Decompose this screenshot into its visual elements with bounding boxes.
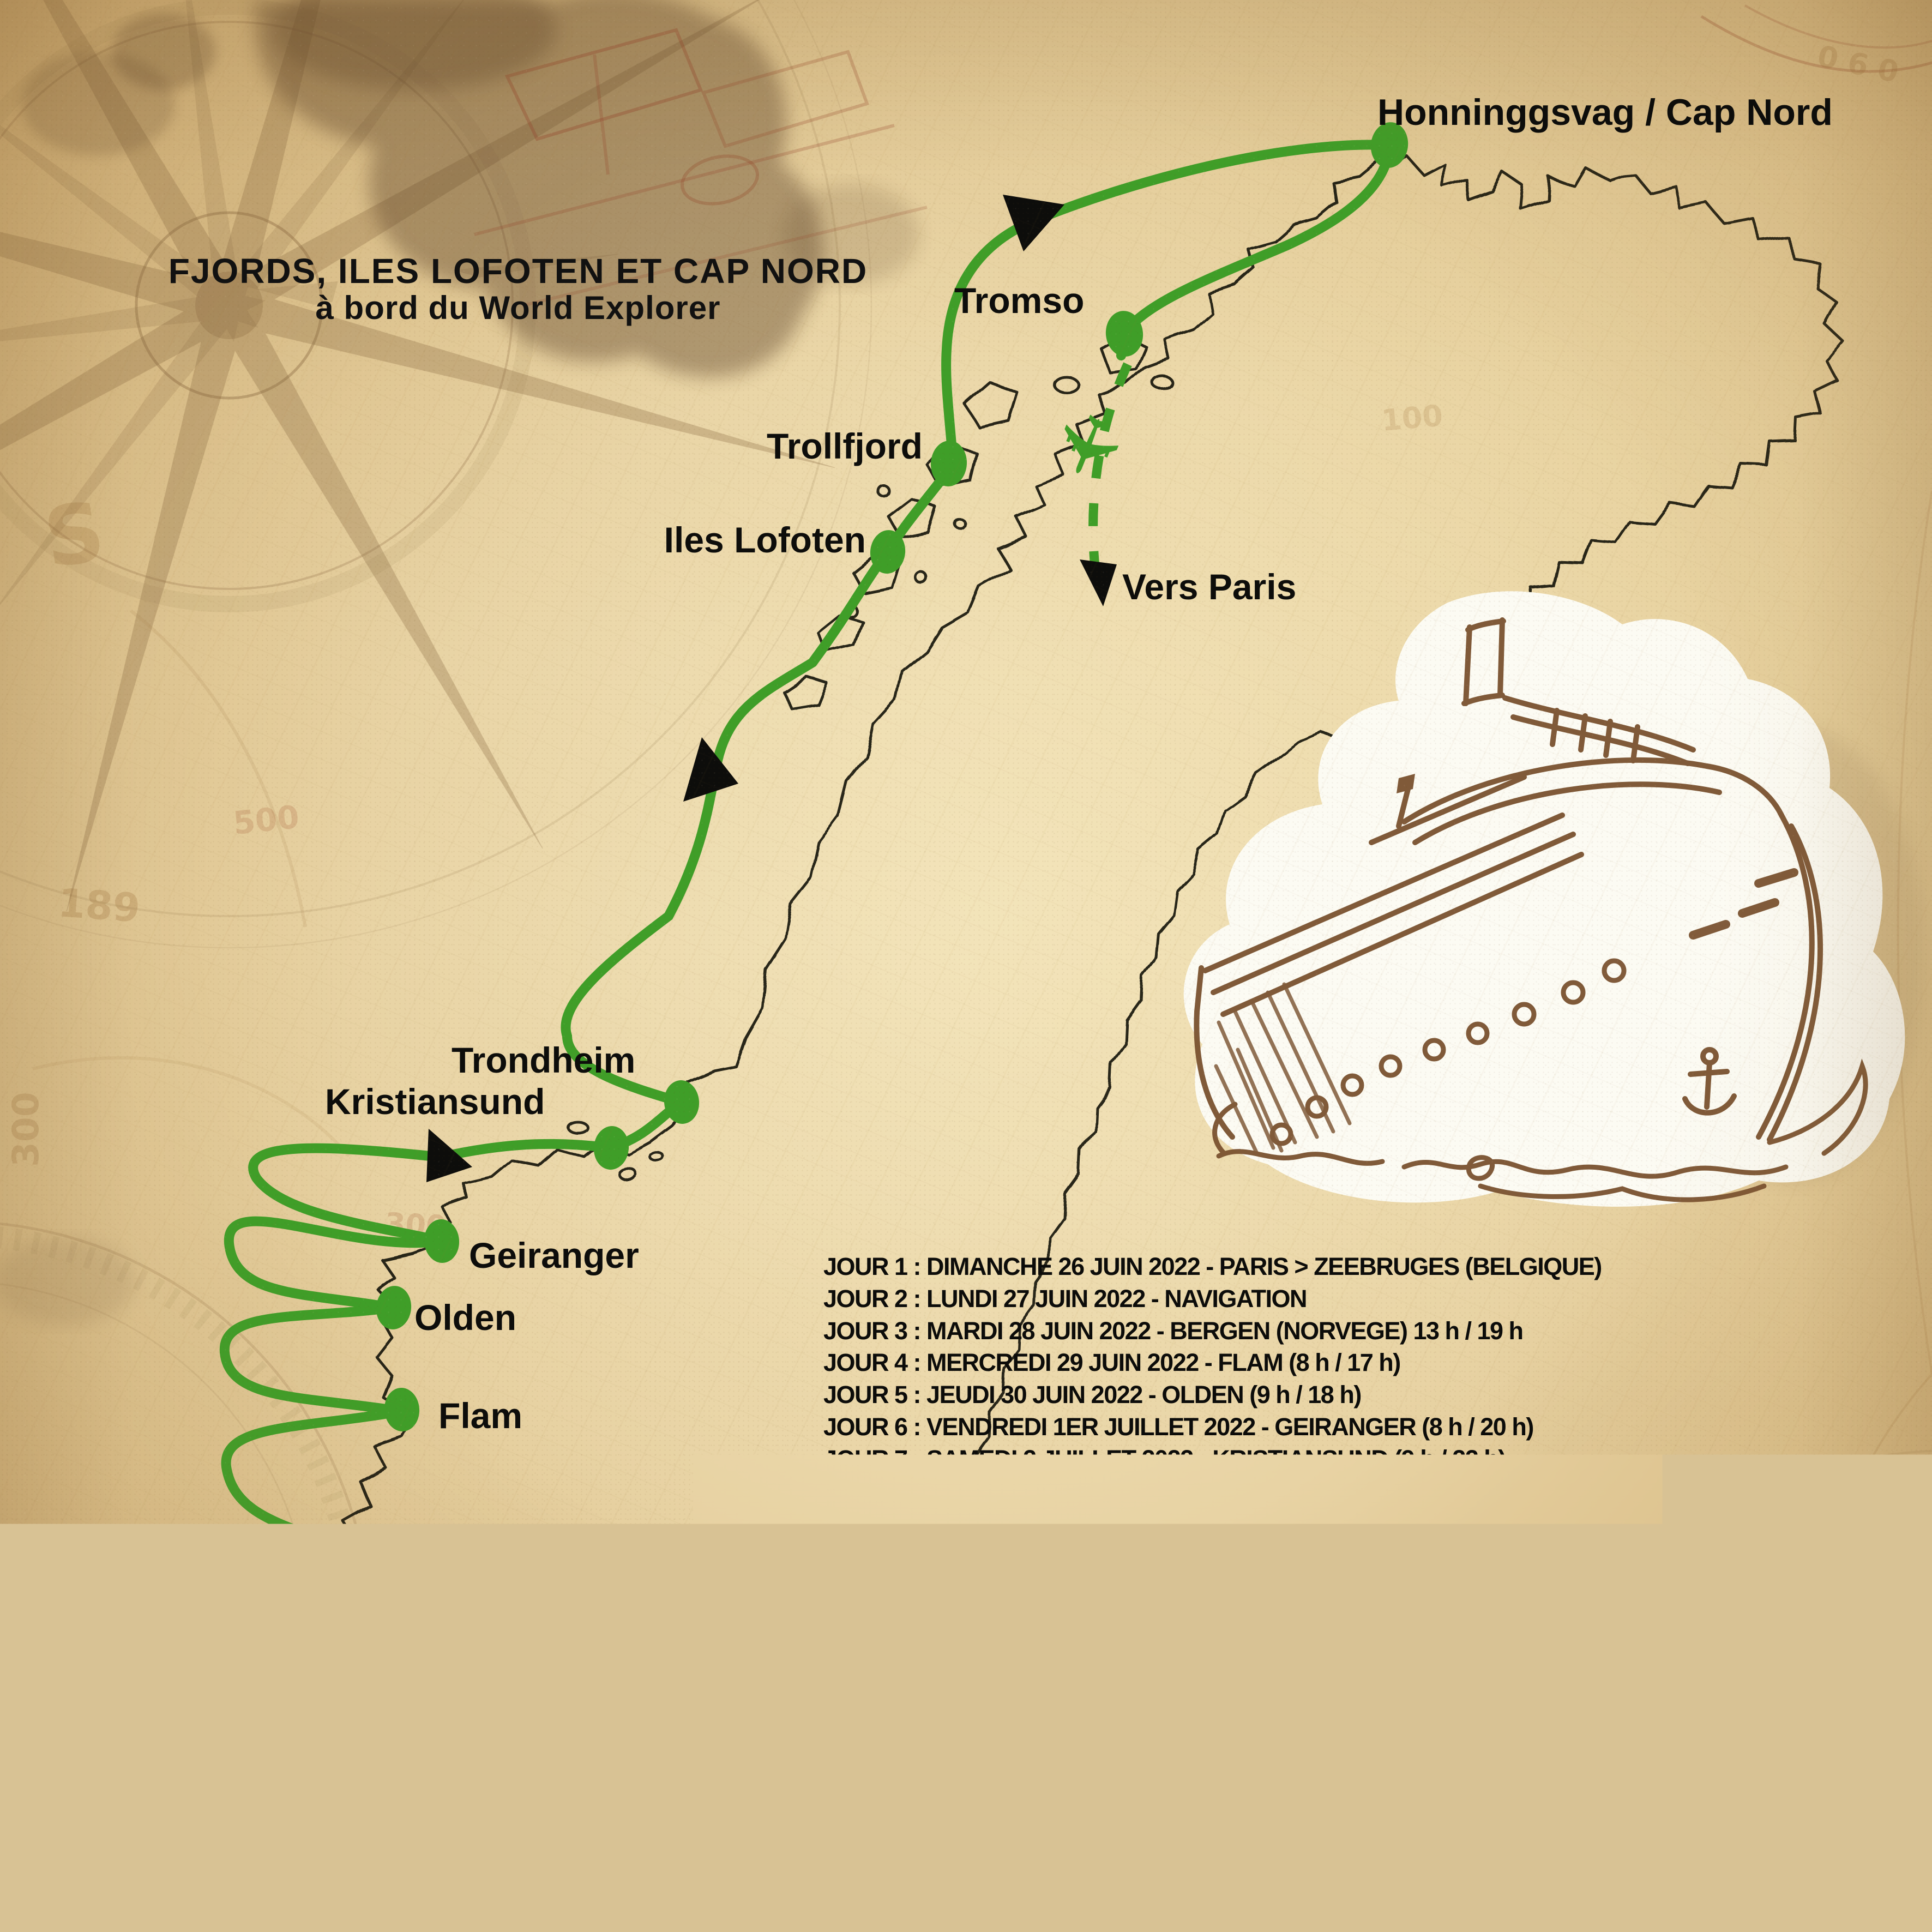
port-label-geiranger: Geiranger <box>469 1235 639 1276</box>
port-label-kristiansund: Kristiansund <box>325 1081 545 1122</box>
port-label-flam: Flam <box>438 1395 522 1436</box>
itinerary-day-1: JOUR 1 : DIMANCHE 26 JUIN 2022 - PARIS >… <box>823 1251 1693 1283</box>
vers-paris-arrow <box>1080 559 1117 606</box>
itinerary-day-3: JOUR 3 : MARDI 28 JUIN 2022 - BERGEN (NO… <box>823 1315 1693 1347</box>
port-label-iles-lofoten: Iles Lofoten <box>664 519 866 561</box>
svg-text:40: 40 <box>1825 1807 1880 1855</box>
itinerary-day-12: JOUR 12 : JEUDI 7 JUILLET 2022 - TROMSO … <box>823 1604 1693 1636</box>
svg-text:100: 100 <box>1380 398 1445 438</box>
port-label-bergen: Bergen <box>385 1537 509 1578</box>
svg-text:2S: 2S <box>1844 1679 1918 1744</box>
port-dot-kristiansund <box>592 1124 631 1171</box>
itinerary-day-5: JOUR 5 : JEUDI 30 JUIN 2022 - OLDEN (9 h… <box>823 1379 1693 1411</box>
svg-text:S: S <box>39 484 110 586</box>
svg-text:30: 30 <box>1726 1688 1785 1741</box>
port-label-trollfjord: Trollfjord <box>767 425 923 467</box>
route-arrow-south <box>226 1675 278 1737</box>
itinerary-day-2: JOUR 2 : LUNDI 27 JUIN 2022 - NAVIGATION <box>823 1283 1693 1315</box>
itinerary-day-6: JOUR 6 : VENDREDI 1ER JUILLET 2022 - GEI… <box>823 1411 1693 1443</box>
flight-label-vers-paris: Vers Paris <box>1122 566 1296 607</box>
poster-title: FJORDS, ILES LOFOTEN ET CAP NORD à bord … <box>82 252 954 326</box>
itinerary-day-10: JOUR 10 : MARDI 5 JUILLET 2022 - NAVIGAT… <box>823 1539 1693 1572</box>
port-dot-flam <box>383 1387 420 1433</box>
route-arrow-north-arc <box>1003 195 1064 251</box>
port-label-tromso: Tromso <box>954 280 1084 321</box>
itinerary-day-11: JOUR 11 : MERCREDI 6 JUILLET 2022 - HONN… <box>823 1572 1693 1604</box>
title-line-2: à bord du World Explorer <box>82 290 954 326</box>
itinerary-list: JOUR 1 : DIMANCHE 26 JUIN 2022 - PARIS >… <box>823 1251 1693 1636</box>
svg-text:300: 300 <box>5 1092 47 1167</box>
svg-text:189: 189 <box>57 880 142 931</box>
port-label-honningsvag: Honninggsvag / Cap Nord <box>1377 91 1833 134</box>
route-arrow-mid-coast <box>683 737 738 802</box>
itinerary-day-8: JOUR 8 : DIMANCHE 3 JUILLET 2022 - TROND… <box>823 1476 1693 1508</box>
svg-text:500: 500 <box>231 798 301 842</box>
port-label-olden: Olden <box>414 1297 516 1338</box>
svg-text:0 6 0: 0 6 0 <box>1814 39 1901 89</box>
itinerary-day-7: JOUR 7 : SAMEDI 2 JUILLET 2022 - KRISTIA… <box>823 1443 1693 1476</box>
ship-paper-blob <box>1184 591 1905 1207</box>
cruise-ship-sketch <box>1184 591 1905 1207</box>
itinerary-day-4: JOUR 4 : MERCREDI 29 JUIN 2022 - FLAM (8… <box>823 1347 1693 1379</box>
itinerary-day-9: JOUR 9 : LUNDI 4 JUILLET 2022 - REINE , … <box>823 1507 1693 1539</box>
title-line-1: FJORDS, ILES LOFOTEN ET CAP NORD <box>82 252 954 290</box>
origin-label: De Paris / Zeebruges <box>192 1853 559 1896</box>
port-label-trondheim: Trondheim <box>452 1039 635 1081</box>
